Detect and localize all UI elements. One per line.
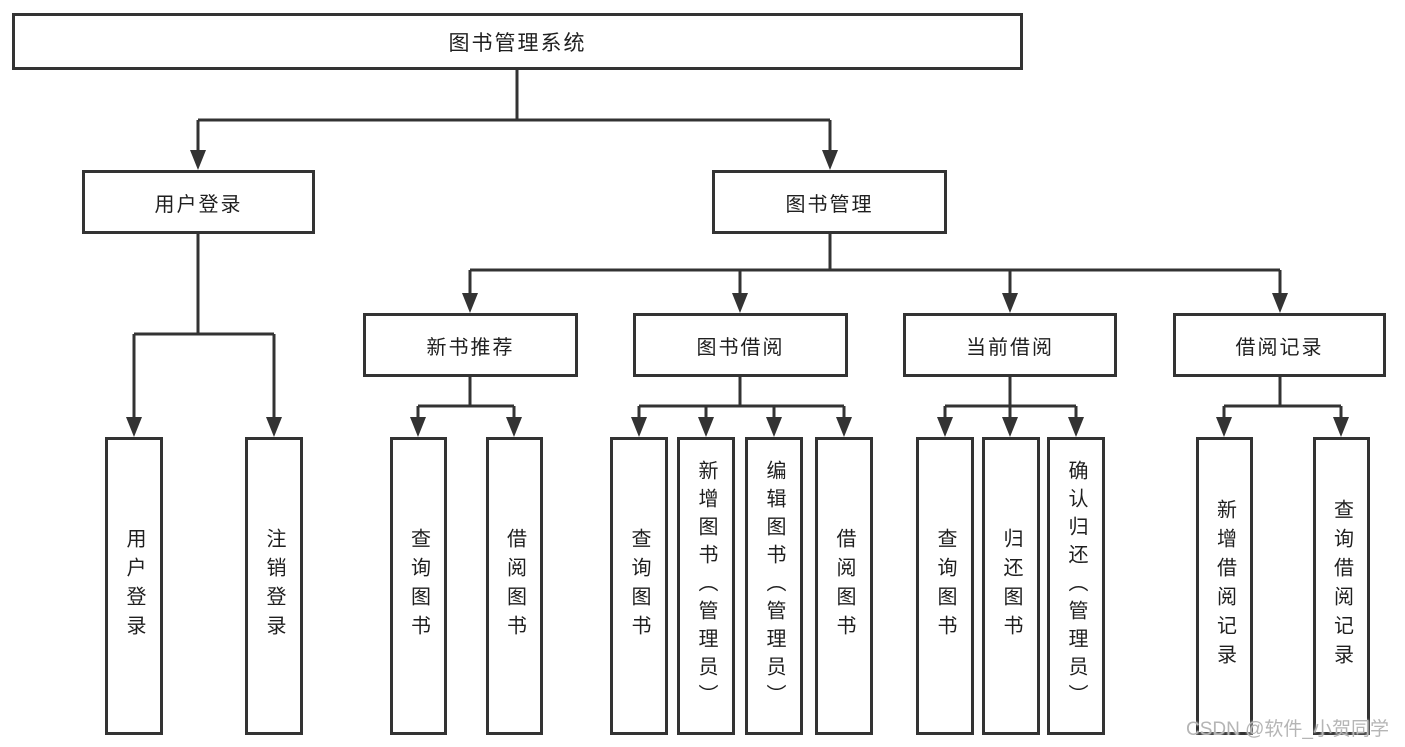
leaf-return-book: 归还图书 — [982, 437, 1040, 735]
leaf-logout: 注销登录 — [245, 437, 303, 735]
node-new-book-recommendation: 新书推荐 — [363, 313, 578, 377]
csdn-watermark: CSDN @软件_小贺同学 — [1186, 719, 1389, 740]
leaf-add-borrow-record: 新增借阅记录 — [1196, 437, 1253, 735]
node-current-borrowing: 当前借阅 — [903, 313, 1117, 377]
leaf-query-books-recommend: 查询图书 — [390, 437, 447, 735]
leaf-confirm-return-admin: 确认归还（管理员） — [1047, 437, 1105, 735]
leaf-query-books-borrowing: 查询图书 — [610, 437, 668, 735]
leaf-edit-book-admin: 编辑图书（管理员） — [745, 437, 803, 735]
leaf-borrow-books-recommend: 借阅图书 — [486, 437, 543, 735]
node-book-borrowing: 图书借阅 — [633, 313, 848, 377]
node-user-login: 用户登录 — [82, 170, 315, 234]
leaf-query-books-current: 查询图书 — [916, 437, 974, 735]
leaf-query-borrow-record: 查询借阅记录 — [1313, 437, 1370, 735]
leaf-add-book-admin: 新增图书（管理员） — [677, 437, 735, 735]
node-root-library-system: 图书管理系统 — [12, 13, 1023, 70]
leaf-user-login: 用户登录 — [105, 437, 163, 735]
node-borrowing-records: 借阅记录 — [1173, 313, 1386, 377]
node-book-management: 图书管理 — [712, 170, 947, 234]
leaf-borrow-books-borrowing: 借阅图书 — [815, 437, 873, 735]
